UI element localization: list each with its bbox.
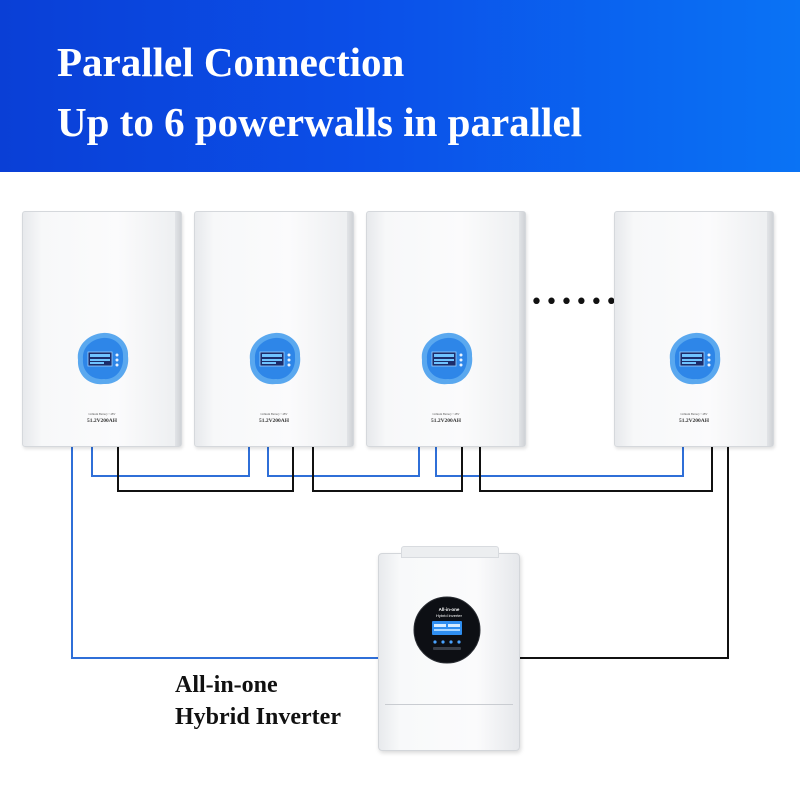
- battery-module-icon: [249, 332, 301, 385]
- battery-small-text: Lithium Battery • 48V: [260, 412, 288, 416]
- battery-small-text: Lithium Battery • 48V: [432, 412, 460, 416]
- battery-module-3: Lithium Battery • 48V 51.2V200AH: [366, 211, 526, 447]
- inverter-unit-icon: [413, 596, 481, 664]
- wire-blue-inverter: [71, 446, 379, 659]
- battery-module-icon: [77, 332, 129, 385]
- page-subtitle: Up to 6 powerwalls in parallel: [57, 99, 583, 145]
- wire-black-3-4: [479, 446, 713, 492]
- more-batteries-ellipsis: •••••••: [530, 290, 635, 315]
- battery-module-4: Lithium Battery • 48V 51.2V200AH: [614, 211, 774, 447]
- battery-module-1: Lithium Battery • 48V 51.2V200AH: [22, 211, 182, 447]
- inverter-panel-line2: Hybrid inverter: [435, 613, 462, 618]
- battery-module-icon: [669, 332, 721, 385]
- battery-model-label: 51.2V200AH: [430, 418, 462, 424]
- header-banner: Parallel Connection Up to 6 powerwalls i…: [0, 0, 800, 172]
- battery-small-text: Lithium Battery • 48V: [680, 412, 708, 416]
- wire-black-1-2: [117, 446, 294, 492]
- wire-blue-3-4: [435, 446, 684, 477]
- inverter-panel-line1: All-in-one: [438, 607, 460, 612]
- battery-module-2: Lithium Battery • 48V 51.2V200AH: [194, 211, 354, 447]
- inverter-caption-line1: All-in-one: [175, 672, 278, 698]
- battery-model-label: 51.2V200AH: [678, 418, 710, 424]
- battery-module-icon: [421, 332, 473, 385]
- page-title: Parallel Connection: [57, 39, 405, 85]
- wire-black-2-3: [312, 446, 463, 492]
- battery-model-label: 51.2V200AH: [258, 418, 290, 424]
- wire-black-inverter: [518, 446, 729, 659]
- hybrid-inverter: All-in-one Hybrid inverter: [378, 546, 520, 751]
- wire-blue-1-2: [91, 446, 250, 477]
- wire-blue-2-3: [267, 446, 420, 477]
- battery-model-label: 51.2V200AH: [86, 418, 118, 424]
- battery-small-text: Lithium Battery • 48V: [88, 412, 116, 416]
- inverter-caption-line2: Hybrid Inverter: [175, 704, 341, 730]
